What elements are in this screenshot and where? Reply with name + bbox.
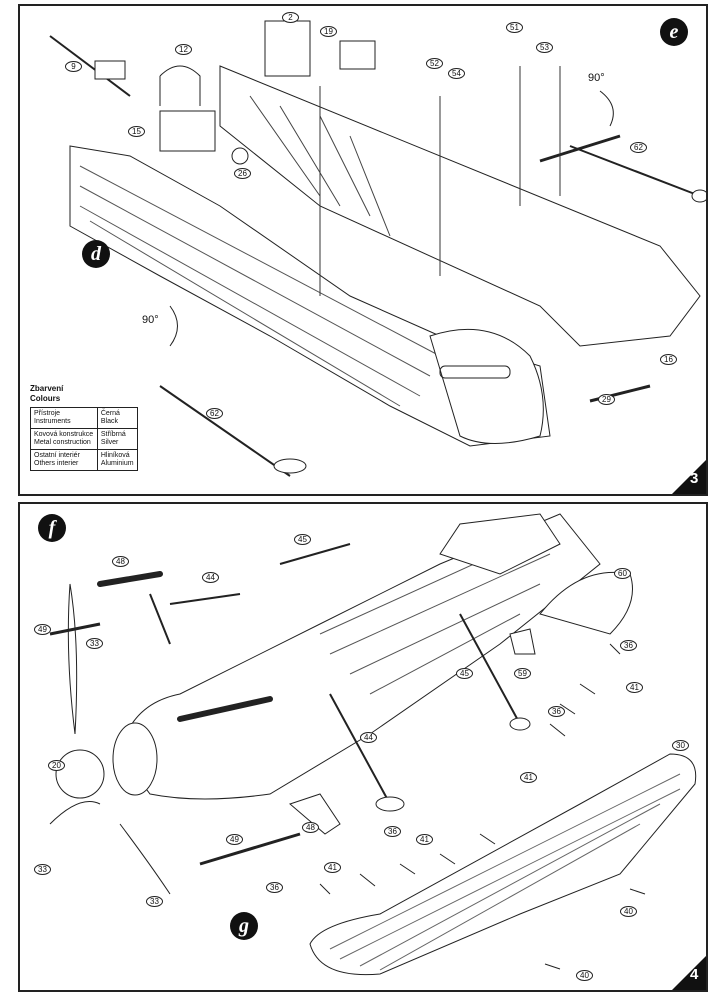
part-callout: 52 [426,58,443,69]
part-callout: 45 [456,668,473,679]
part-callout: 59 [514,668,531,679]
fuselage-nose [429,328,544,444]
part-callout: 2 [282,12,299,23]
fuselage [119,513,601,800]
part-callout: 41 [416,834,433,845]
part-callout: 30 [672,740,689,751]
page-number-badge: 4 [672,956,706,990]
part-callout: 36 [384,826,401,837]
part-callout: 44 [360,732,377,743]
part-callout: 36 [548,706,565,717]
rotation-angle-label: 90° [142,314,159,326]
step-d-badge: d [82,240,110,268]
part-callout: 45 [294,534,311,545]
step-e-badge: e [660,18,688,46]
part-callout: 41 [626,682,643,693]
part-callout: 62 [206,408,223,419]
page-number: 4 [690,966,699,983]
legend-title-en: Colours [30,394,61,403]
part-callout: 51 [506,22,523,33]
assembly-panel-page-4: f g 48 45 44 49 33 60 59 45 36 41 20 44 … [18,502,708,992]
part-callout: 16 [660,354,677,365]
part-callout: 40 [576,970,593,981]
part-callout: 49 [34,624,51,635]
part-callout: 53 [536,42,553,53]
part-callout: 29 [598,394,615,405]
part-callout: 33 [34,864,51,875]
part-callout: 60 [614,568,631,579]
part-callout: 26 [234,168,251,179]
part-callout: 49 [226,834,243,845]
assembly-panel-page-3: e d 90° 90° 9 12 2 19 51 53 52 54 15 26 … [18,4,708,496]
cockpit-frame [219,65,701,347]
part-callout: 48 [112,556,129,567]
propeller-blade [67,583,78,735]
part-callout: 48 [302,822,319,833]
page-number-badge: 3 [672,460,706,494]
fuselage-side [69,145,551,447]
part-callout: 36 [266,882,283,893]
part-callout: 40 [620,906,637,917]
part-callout: 12 [175,44,192,55]
canopy [439,513,561,575]
part-callout: 9 [65,61,82,72]
part-callout: 41 [520,772,537,783]
part-callout: 36 [620,640,637,651]
part-callout: 41 [324,862,341,873]
step-g-badge: g [230,912,258,940]
lower-wing [309,753,697,976]
part-callout: 20 [48,760,65,771]
part-callout: 33 [146,896,163,907]
step-f-badge: f [38,514,66,542]
part-callout: 62 [630,142,647,153]
rotation-angle-label: 90° [588,72,605,84]
part-callout: 44 [202,572,219,583]
fuselage-assembly-drawing [49,20,706,477]
page-number: 3 [690,470,699,487]
part-callout: 54 [448,68,465,79]
part-callout: 19 [320,26,337,37]
part-callout: 33 [86,638,103,649]
wing-and-propeller-assembly-drawing [49,513,697,976]
legend-title-cz: Zbarvení [30,384,64,393]
part-callout: 15 [128,126,145,137]
